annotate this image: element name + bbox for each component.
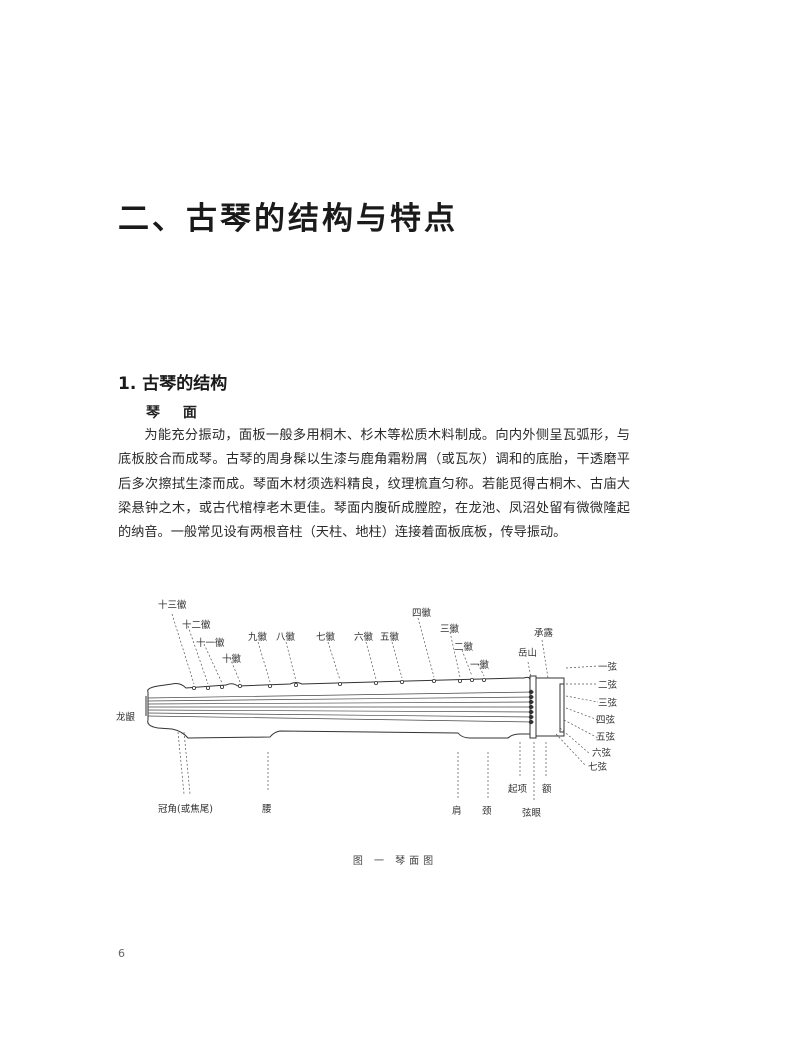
label-yao: 腰 (262, 804, 272, 815)
label-jing: 颈 (482, 806, 492, 817)
string-label-7: 七弦 (588, 761, 608, 773)
hui-label-1: 一徽 (470, 659, 490, 671)
hui-label-6: 六徽 (354, 631, 374, 643)
hui-label-12: 十二徽 (182, 619, 211, 631)
hui-label-13: 十三徽 (158, 599, 187, 611)
hui-markers (192, 678, 486, 691)
chapter-title: 二、古琴的结构与特点 (118, 201, 458, 237)
string-label-3: 三弦 (598, 697, 618, 709)
section-title: 1. 古琴的结构 (118, 374, 228, 394)
label-guanjiao: 冠角(或焦尾) (158, 803, 213, 815)
label-qixiang: 起项 (508, 784, 528, 795)
label-jian: 肩 (452, 805, 462, 817)
hui-label-9: 九徽 (248, 631, 268, 643)
label-xianyan: 弦眼 (522, 807, 542, 819)
hui-label-4: 四徽 (412, 607, 432, 619)
page-number: 6 (118, 947, 125, 960)
body-paragraph: 为能充分振动，面板一般多用桐木、杉木等松质木料制成。向内外侧呈瓦弧形，与底板胶合… (118, 428, 630, 541)
string-label-6: 六弦 (592, 747, 612, 759)
qin-face-diagram: 十三徽 十二徽 十一徽 十徽 九徽 八徽 七徽 六徽 五徽 四徽 三徽 二徽 一… (110, 592, 650, 832)
string-label-2: 二弦 (598, 679, 618, 691)
hui-leader-lines (171, 613, 485, 685)
string-label-4: 四弦 (596, 714, 616, 726)
hui-label-7: 七徽 (316, 631, 336, 643)
hui-label-2: 二徽 (454, 641, 474, 653)
qin-strings (147, 691, 535, 723)
part-leader-lines (177, 639, 599, 802)
hui-label-11: 十一徽 (196, 637, 225, 649)
qin-diagram-svg: 十三徽 十二徽 十一徽 十徽 九徽 八徽 七徽 六徽 五徽 四徽 三徽 二徽 一… (116, 599, 618, 819)
hui-label-5: 五徽 (380, 631, 400, 643)
label-chenglu: 承露 (534, 628, 554, 639)
qin-body-outline (145, 675, 565, 739)
label-e: 额 (542, 783, 552, 795)
hui-label-10: 十徽 (222, 653, 242, 665)
string-pegs (528, 689, 534, 725)
string-label-1: 一弦 (598, 661, 618, 673)
hui-label-8: 八徽 (276, 631, 296, 643)
label-yueshan: 岳山 (518, 647, 537, 659)
hui-label-3: 三徽 (440, 623, 460, 635)
label-longyin: 龙龈 (116, 711, 136, 723)
subsection-title: 琴 面 (146, 405, 206, 421)
string-label-5: 五弦 (596, 731, 616, 743)
figure-caption: 图 一 琴面图 (352, 856, 438, 867)
